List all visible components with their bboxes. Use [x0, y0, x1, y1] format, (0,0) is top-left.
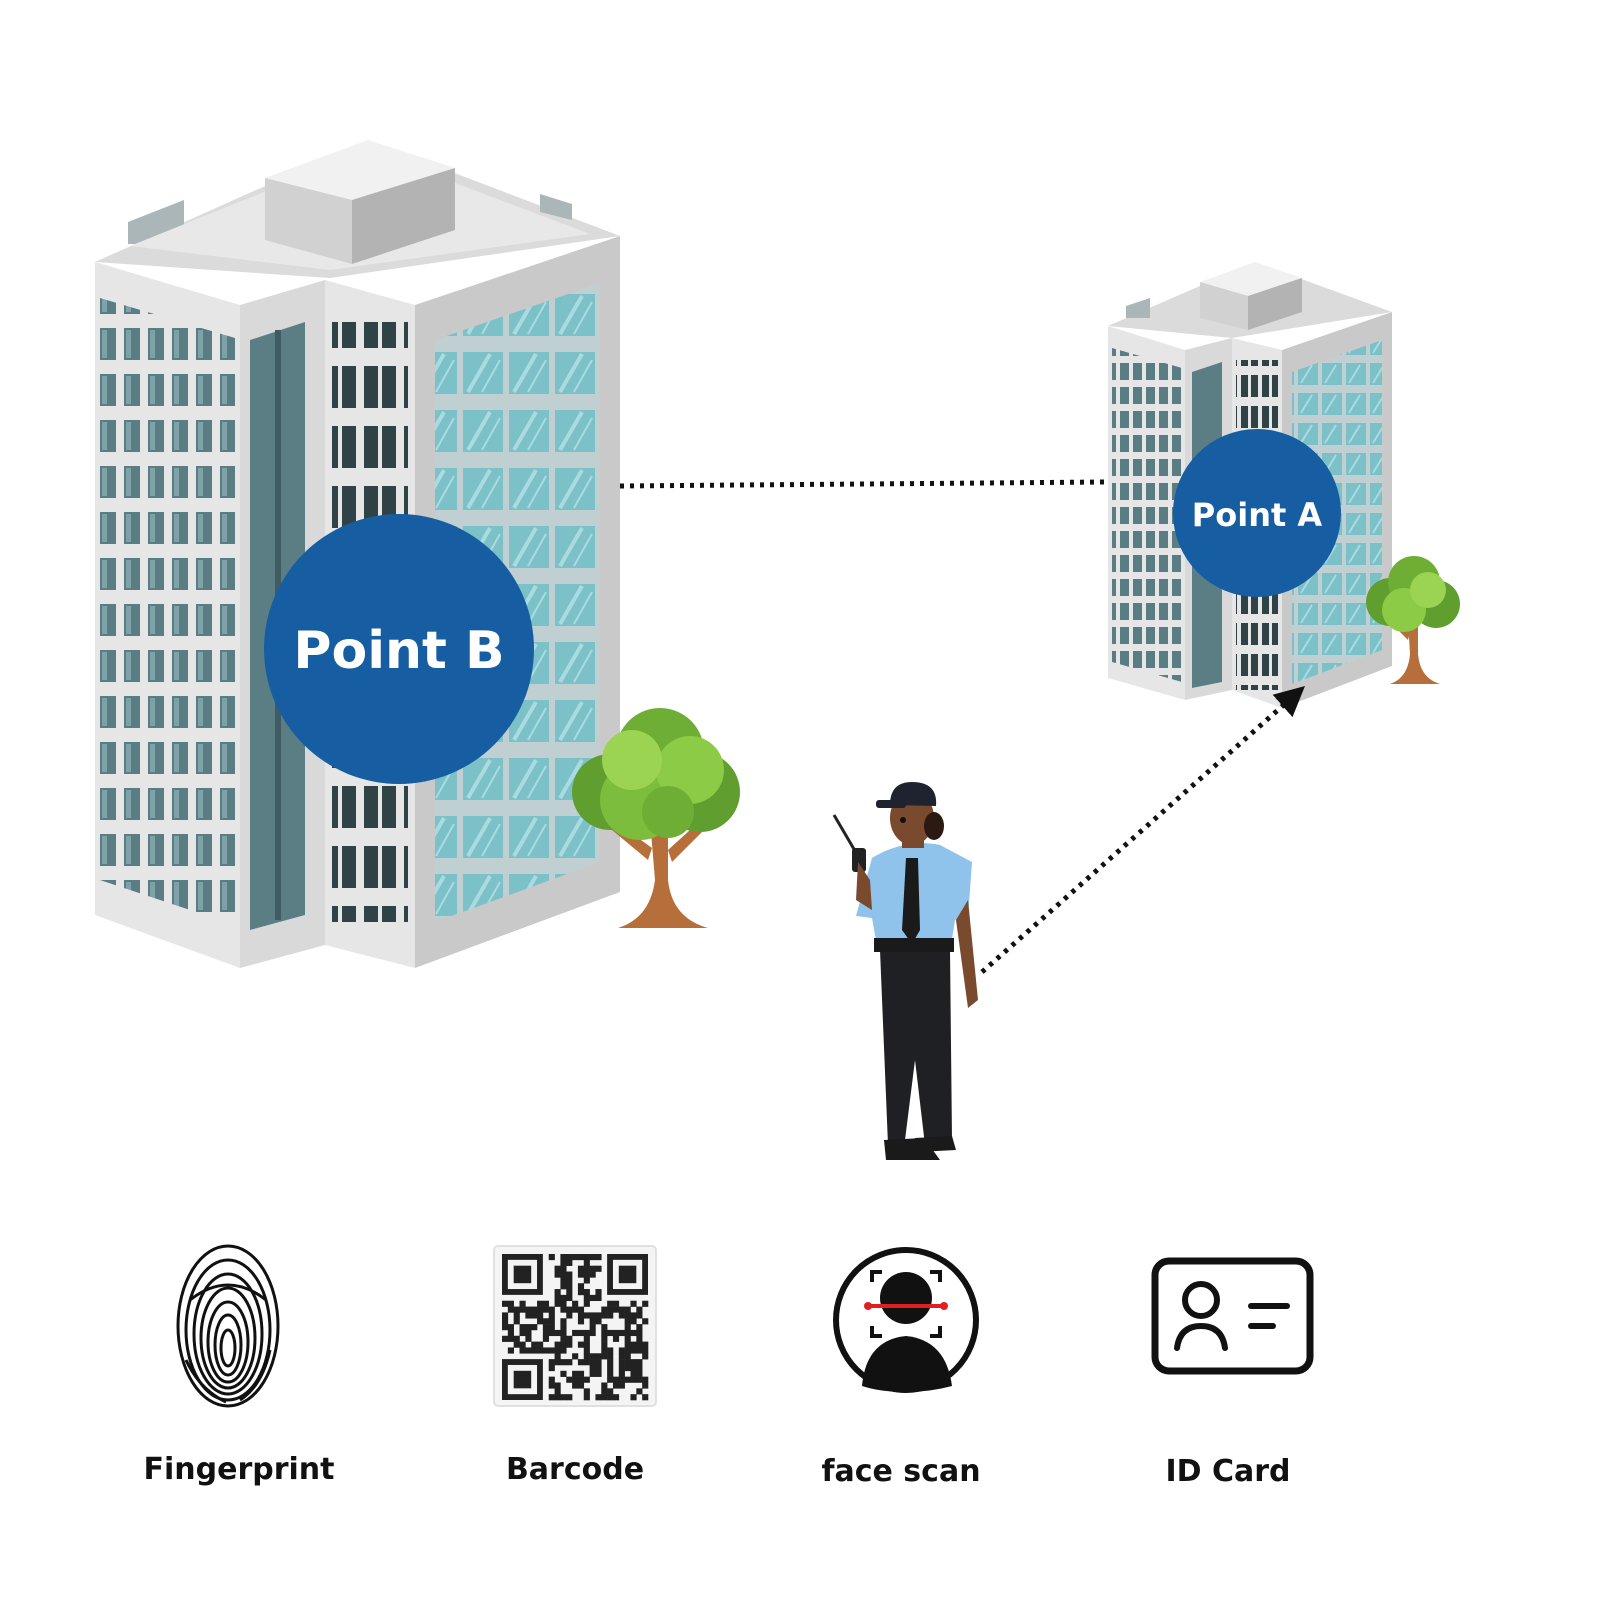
- method-label-face-scan: face scan: [821, 1454, 981, 1489]
- method-label-fingerprint: Fingerprint: [143, 1452, 335, 1487]
- security-guard: [832, 782, 978, 1160]
- tree-large: [572, 708, 740, 928]
- method-label-id-card: ID Card: [1165, 1454, 1291, 1489]
- point-a-badge: Point A: [1173, 429, 1341, 597]
- route-line-b-to-a: [619, 479, 1107, 489]
- point-b-label: Point B: [293, 621, 504, 681]
- point-b-badge: Point B: [264, 514, 534, 784]
- fingerprint-icon: [176, 1244, 280, 1408]
- method-label-barcode: Barcode: [505, 1452, 645, 1487]
- id-card-icon: [1151, 1257, 1314, 1375]
- tree-small: [1366, 556, 1460, 684]
- point-a-label: Point A: [1192, 496, 1323, 534]
- face-scan-icon: [833, 1247, 979, 1393]
- route-line-guard-to-a: [980, 686, 1305, 974]
- qr-code-icon: [493, 1245, 657, 1407]
